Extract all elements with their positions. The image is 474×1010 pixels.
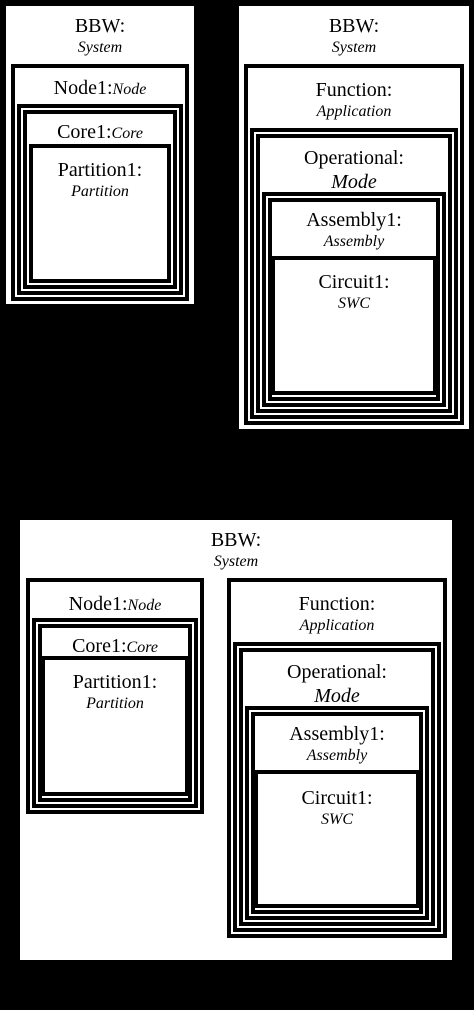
tl-node-name: Node1: xyxy=(53,77,113,99)
tl-system-type: System xyxy=(77,39,123,56)
b-function-name: Function: xyxy=(298,593,376,615)
tl-node-type: Node xyxy=(112,81,147,98)
b-partition-name: Partition1: xyxy=(72,671,158,693)
b-core-name: Core1: xyxy=(72,635,127,657)
tl-partition-name: Partition1: xyxy=(57,159,143,181)
b-assembly-type: Assembly xyxy=(306,747,368,764)
b-core-label: Core1:Core xyxy=(42,636,188,656)
b-mode-type: Mode xyxy=(314,685,360,707)
b-system-type: System xyxy=(213,553,259,570)
tl-core-name: Core1: xyxy=(57,121,112,143)
b-core-type: Core xyxy=(126,639,158,656)
tl-partition-type: Partition xyxy=(71,183,129,200)
b-circuit-box: Circuit1: SWC xyxy=(254,770,420,908)
b-function-type: Application xyxy=(299,617,375,634)
b-partition-box: Partition1: Partition xyxy=(41,656,189,796)
tr-system-type: System xyxy=(331,39,377,56)
tl-core-type: Core xyxy=(111,125,143,142)
b-partition-type: Partition xyxy=(86,695,144,712)
tr-assembly-type: Assembly xyxy=(323,233,385,250)
b-node-label: Node1:Node xyxy=(30,594,200,614)
b-assembly-name: Assembly1: xyxy=(289,723,385,745)
tr-function-name: Function: xyxy=(315,79,393,101)
tl-node-label: Node1:Node xyxy=(15,78,185,98)
tl-system-name: BBW: xyxy=(74,15,126,37)
tl-partition-box xyxy=(29,144,171,283)
tl-partition-box-inner xyxy=(29,144,171,283)
b-node-type: Node xyxy=(127,597,162,614)
tr-function-type: Application xyxy=(316,103,392,120)
b-circuit-type: SWC xyxy=(321,811,353,828)
b-system-name: BBW: xyxy=(210,529,262,551)
b-mode-name: Operational: xyxy=(287,661,387,683)
tr-system-name: BBW: xyxy=(328,15,380,37)
tl-core-label: Core1:Core xyxy=(27,122,173,142)
tr-assembly-name: Assembly1: xyxy=(306,209,402,231)
tr-mode-type: Mode xyxy=(331,171,377,193)
tr-circuit-name: Circuit1: xyxy=(318,271,390,293)
tr-mode-name: Operational: xyxy=(304,147,404,169)
b-node-name: Node1: xyxy=(68,593,128,615)
b-circuit-name: Circuit1: xyxy=(301,787,373,809)
tr-circuit-type: SWC xyxy=(338,295,370,312)
tr-circuit-box: Circuit1: SWC xyxy=(271,256,437,395)
